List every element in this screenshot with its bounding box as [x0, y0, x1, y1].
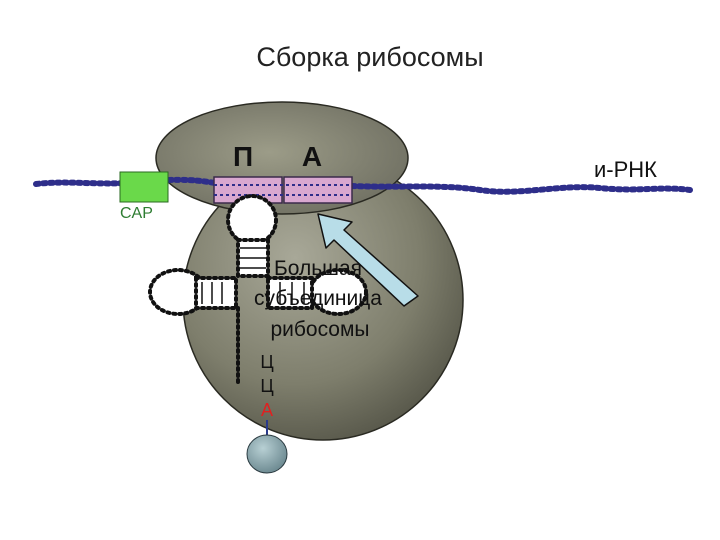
entry-arrow	[317, 213, 419, 307]
cap-box	[119, 171, 169, 203]
diagram-title: Сборка рибосомы	[256, 42, 483, 72]
a-site-label: А	[302, 141, 322, 172]
large-subunit-label-line3: рибосомы	[270, 318, 369, 341]
trna-end-c2: Ц	[260, 376, 273, 396]
mrna-label: и-РНК	[594, 157, 657, 182]
trna-stem-rungs	[201, 247, 305, 304]
large-subunit-label-line2: субъединица	[254, 287, 382, 310]
trna-end-c1: Ц	[260, 352, 273, 372]
trna-end-a: А	[261, 400, 273, 420]
trna-anticodon-loop	[226, 194, 278, 246]
cap-label: CAP	[120, 205, 153, 222]
large-subunit-label-line1: Большая	[274, 257, 362, 280]
p-site-label: П	[233, 141, 253, 172]
a-site-codon	[283, 176, 353, 204]
amino-acid	[246, 434, 288, 474]
